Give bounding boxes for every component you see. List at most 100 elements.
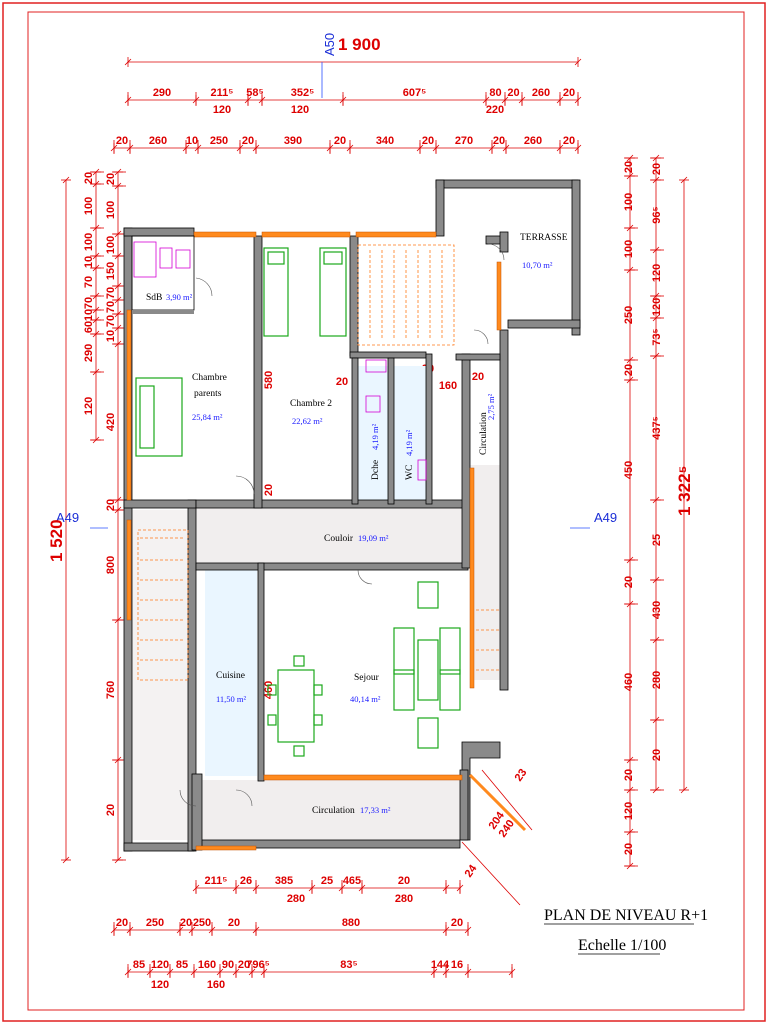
dim-bottom-row2-6: 20 (451, 917, 463, 929)
dim-left-outer-3: 10 (83, 256, 95, 268)
dim-bottom-row2-5: 880 (342, 917, 360, 929)
dim-diagonal-0: 23 (513, 767, 530, 784)
room-chambre-parents-name: Chambre (192, 373, 227, 383)
dim-bottom-row3-sub-1: 160 (207, 979, 225, 991)
dim-bottom-row3-8: 144 (431, 959, 450, 971)
dim-top-row1-3: 352⁵ (291, 87, 315, 99)
dim-bottom-row1-3: 25 (321, 875, 333, 887)
room-terrasse-area: 10,70 m² (522, 260, 553, 270)
room-circulation-lower-name: Circulation (312, 806, 355, 816)
dim-top-row1-sub-2: 220 (486, 104, 504, 116)
room-circulation-upper-area: 2,75 m² (486, 393, 496, 420)
dim-right-outer-2: 120 (651, 264, 663, 282)
dim-right-outer-3: 120 (651, 298, 663, 316)
dim-bottom-row2-0: 20 (116, 917, 128, 929)
dim-top-row1-sub-0: 120 (213, 104, 231, 116)
dim-right-outer-9: 20 (651, 749, 663, 761)
dim-top-row2-3: 250 (210, 135, 228, 147)
section-a50-label: A50 (322, 33, 337, 56)
dim-right-inner-3: 250 (623, 306, 635, 324)
dim-bottom-row2-3: 250 (193, 917, 211, 929)
room-chambre2-area: 22,62 m² (292, 416, 323, 426)
dim-bottom-row3-1: 120 (151, 959, 169, 971)
dim-top-row1-2: 58⁵ (246, 87, 263, 99)
dim-right-inner-2: 100 (623, 240, 635, 258)
dim-left-inner-12: 20 (105, 804, 117, 816)
dim-left-inner-1: 100 (105, 201, 117, 219)
dim-right-inner-9: 120 (623, 802, 635, 820)
section-a49-right-label: A49 (594, 510, 617, 525)
dim-bottom-row3-9: 16 (451, 959, 463, 971)
overall-height-left: 1 520 (47, 519, 66, 562)
room-dche-name: Dche (371, 460, 381, 480)
dim-right-inner-7: 460 (623, 673, 635, 691)
dim-top-row2-0: 20 (116, 135, 128, 147)
dim-bottom-row2-2: 20 (180, 917, 192, 929)
dim-bottom-row3-0: 85 (133, 959, 145, 971)
room-cuisine-area: 11,50 m² (216, 694, 247, 704)
dim-right-outer-5: 437⁵ (651, 416, 663, 440)
dim-bottom-row3-5: 20 (238, 959, 250, 971)
dim-left-outer-7: 60 (83, 321, 95, 333)
dim-top-row2-5: 390 (284, 135, 302, 147)
dim-left-outer-6: 10 (83, 309, 95, 321)
building-walls (90, 62, 590, 852)
dim-interior-9: 20 (472, 371, 484, 383)
dim-right-inner-8: 20 (623, 769, 635, 781)
dim-left-inner-8: 420 (105, 413, 117, 431)
room-wc-name: WC (405, 465, 415, 480)
dim-top-row2-11: 260 (524, 135, 542, 147)
dim-right-outer-6: 25 (651, 534, 663, 546)
dim-bottom-row2-1: 250 (146, 917, 164, 929)
dim-left-inner-5: 70 (105, 301, 117, 313)
overall-height-right: 1 322⁵ (675, 465, 694, 516)
room-terrasse-name: TERRASSE (520, 233, 568, 243)
room-circulation-lower-area: 17,33 m² (360, 805, 391, 815)
room-wc-area: 4,19 m² (404, 429, 414, 456)
dim-top-row1-5: 80 (489, 87, 501, 99)
room-chambre-parents-name2: parents (194, 389, 222, 399)
dim-left-inner-0: 20 (105, 173, 117, 185)
dim-top-row1-6: 20 (507, 87, 519, 99)
plan-title: PLAN DE NIVEAU R+1 (544, 907, 708, 924)
dim-bottom-row1-0: 211⁵ (205, 875, 228, 887)
inner-frame (27, 11, 745, 1011)
dim-top-row2-8: 20 (422, 135, 434, 147)
section-a49-left-label: A49 (56, 510, 79, 525)
room-dche-area: 4,19 m² (370, 423, 380, 450)
dim-top-row2-6: 20 (334, 135, 346, 147)
dim-bottom-row3-6: 796⁵ (246, 959, 270, 971)
room-sejour-name: Sejour (354, 673, 380, 683)
room-chambre2-name: Chambre 2 (290, 399, 332, 409)
dim-left-outer-2: 100 (83, 233, 95, 251)
dim-left-inner-10: 800 (105, 556, 117, 574)
dim-left-inner-11: 760 (105, 681, 117, 699)
dim-right-inner-10: 20 (623, 843, 635, 855)
room-couloir-area: 19,09 m² (358, 533, 389, 543)
dim-bottom-row3-4: 90 (222, 959, 234, 971)
dim-left-inner-4: 70 (105, 287, 117, 299)
dim-right-inner-5: 450 (623, 461, 635, 479)
dim-top-row1-0: 290 (153, 87, 171, 99)
dim-right-inner-1: 100 (623, 193, 635, 211)
room-sdb-area: 3,90 m² (166, 292, 193, 302)
dim-left-outer-8: 290 (83, 344, 95, 362)
dim-bottom-row1-1: 26 (240, 875, 252, 887)
overall-width: 1 900 (338, 35, 381, 54)
room-sdb-name: SdB (146, 293, 162, 303)
dim-bottom-row1-sub-0: 280 (287, 893, 305, 905)
dim-interior-4: 460 (263, 681, 275, 699)
room-chambre-parents-area: 25,84 m² (192, 412, 223, 422)
dim-right-inner-4: 20 (623, 364, 635, 376)
dim-diagonal-3: 24 (463, 862, 480, 880)
dim-left-inner-9: 20 (105, 499, 117, 511)
dim-interior-8: 160 (439, 380, 457, 392)
dim-top-row2-12: 20 (563, 135, 575, 147)
dim-right-outer-8: 280 (651, 671, 663, 689)
dim-bottom-row1-4: 465 (343, 875, 361, 887)
dim-interior-0: 580 (263, 371, 275, 389)
dim-top-row1-sub-1: 120 (291, 104, 309, 116)
